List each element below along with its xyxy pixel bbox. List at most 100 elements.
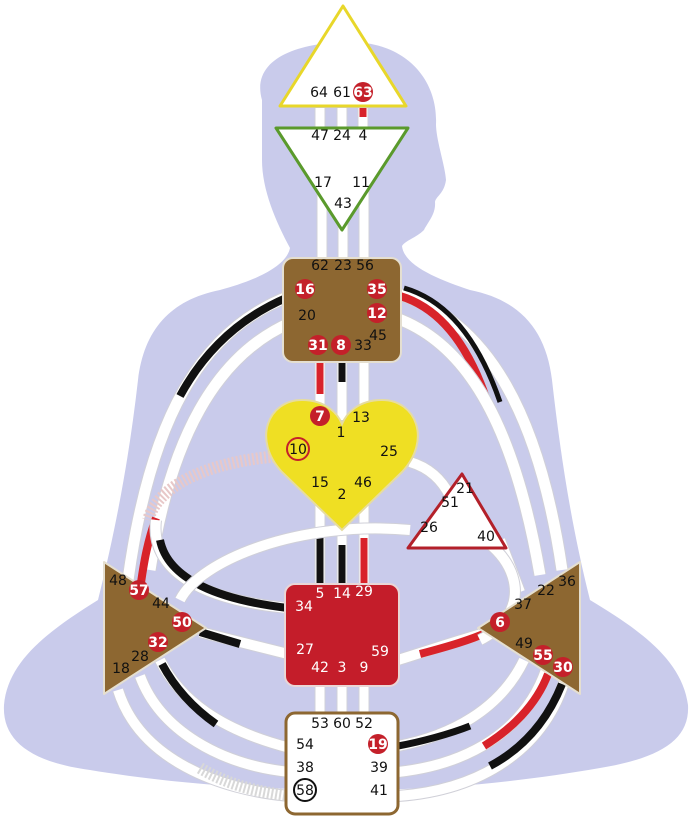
gate-22[interactable]: 22 <box>537 583 555 599</box>
gate-10[interactable]: 10 <box>286 437 310 461</box>
gate-53[interactable]: 53 <box>311 716 329 732</box>
gate-number: 44 <box>152 596 170 612</box>
channel-heart-spleen-26-44-inner <box>175 523 411 603</box>
gate-17[interactable]: 17 <box>314 175 332 191</box>
gate-2[interactable]: 2 <box>338 487 347 503</box>
gate-number: 39 <box>370 760 388 776</box>
gate-number: 17 <box>314 175 332 191</box>
gate-34-personality-activation <box>156 538 289 612</box>
gate-30[interactable]: 30 <box>553 657 573 677</box>
gate-3[interactable]: 3 <box>338 660 347 676</box>
gate-28[interactable]: 28 <box>131 649 149 665</box>
gate-50-active-marker <box>172 612 192 632</box>
gate-1[interactable]: 1 <box>337 425 346 441</box>
gate-20[interactable]: 20 <box>298 308 316 324</box>
gate-52[interactable]: 52 <box>355 716 373 732</box>
gate-50[interactable]: 50 <box>172 612 192 632</box>
gate-15[interactable]: 15 <box>311 475 329 491</box>
gate-62[interactable]: 62 <box>311 258 329 274</box>
gate-35-personality-activation <box>403 285 503 403</box>
gate-37[interactable]: 37 <box>514 597 532 613</box>
gate-16-personality-activation <box>176 294 288 398</box>
gate-4[interactable]: 4 <box>359 128 368 144</box>
gate-number: 24 <box>333 128 351 144</box>
gate-36[interactable]: 36 <box>558 574 576 590</box>
gate-14[interactable]: 14 <box>333 586 351 602</box>
gate-number: 10 <box>289 442 307 458</box>
gate-44[interactable]: 44 <box>152 596 170 612</box>
gate-6[interactable]: 6 <box>490 612 510 632</box>
center-spleen[interactable] <box>103 561 207 695</box>
gate-56[interactable]: 56 <box>356 258 374 274</box>
gate-49[interactable]: 49 <box>515 636 533 652</box>
gate-26[interactable]: 26 <box>420 520 438 536</box>
center-heart[interactable] <box>406 472 508 550</box>
center-head[interactable] <box>278 4 408 108</box>
gate-47[interactable]: 47 <box>311 128 329 144</box>
gate-57-active-marker <box>129 580 149 600</box>
gate-11[interactable]: 11 <box>352 175 370 191</box>
gate-number: 20 <box>298 308 316 324</box>
gate-33[interactable]: 33 <box>354 338 372 354</box>
center-sacral[interactable] <box>284 583 400 687</box>
gate-58-hanging-activation <box>196 762 291 802</box>
gate-32[interactable]: 32 <box>148 632 168 652</box>
gate-27[interactable]: 27 <box>296 642 314 658</box>
gate-35[interactable]: 35 <box>367 279 387 299</box>
gate-16[interactable]: 16 <box>295 279 315 299</box>
gate-34[interactable]: 34 <box>295 599 313 615</box>
gate-29[interactable]: 29 <box>355 584 373 600</box>
gate-5[interactable]: 5 <box>316 586 325 602</box>
gate-number: 7 <box>315 409 325 425</box>
gate-46[interactable]: 46 <box>354 475 372 491</box>
gate-9[interactable]: 9 <box>360 660 369 676</box>
gate-number: 5 <box>316 586 325 602</box>
gate-60[interactable]: 60 <box>333 716 351 732</box>
gate-number: 63 <box>353 85 372 101</box>
gate-number: 22 <box>537 583 555 599</box>
gate-24[interactable]: 24 <box>333 128 351 144</box>
gate-43[interactable]: 43 <box>334 196 352 212</box>
gate-63[interactable]: 63 <box>353 82 373 102</box>
gate-number: 41 <box>370 783 388 799</box>
gate-7[interactable]: 7 <box>310 406 330 426</box>
gate-12[interactable]: 12 <box>367 303 387 323</box>
center-solar-plexus[interactable] <box>477 561 581 695</box>
gate-21[interactable]: 21 <box>456 481 474 497</box>
gate-59[interactable]: 59 <box>371 644 389 660</box>
gate-55[interactable]: 55 <box>533 645 553 665</box>
gate-number: 34 <box>295 599 313 615</box>
gate-64[interactable]: 64 <box>310 85 328 101</box>
gate-58[interactable]: 58 <box>293 778 317 802</box>
gate-42[interactable]: 42 <box>311 660 329 676</box>
gate-61[interactable]: 61 <box>333 85 351 101</box>
gate-23[interactable]: 23 <box>334 258 352 274</box>
gate-number: 12 <box>367 306 386 322</box>
center-g[interactable] <box>265 398 419 532</box>
gate-38[interactable]: 38 <box>296 760 314 776</box>
gate-57[interactable]: 57 <box>129 580 149 600</box>
gate-number: 3 <box>338 660 347 676</box>
gate-39[interactable]: 39 <box>370 760 388 776</box>
gate-41[interactable]: 41 <box>370 783 388 799</box>
gate-19[interactable]: 19 <box>368 734 388 754</box>
gate-45[interactable]: 45 <box>369 328 387 344</box>
center-ajna[interactable] <box>274 126 410 232</box>
gate-number: 51 <box>441 495 459 511</box>
gate-number: 38 <box>296 760 314 776</box>
gate-35-active-marker <box>367 279 387 299</box>
gate-number: 28 <box>131 649 149 665</box>
gate-number: 1 <box>337 425 346 441</box>
gate-31[interactable]: 31 <box>308 335 328 355</box>
gate-18[interactable]: 18 <box>112 661 130 677</box>
gate-number: 58 <box>296 783 314 799</box>
gate-54[interactable]: 54 <box>296 737 314 753</box>
gate-25[interactable]: 25 <box>380 444 398 460</box>
gate-8[interactable]: 8 <box>331 335 351 355</box>
gate-51[interactable]: 51 <box>441 495 459 511</box>
gate-48[interactable]: 48 <box>109 573 127 589</box>
gate-13[interactable]: 13 <box>352 410 370 426</box>
gate-40[interactable]: 40 <box>477 529 495 545</box>
